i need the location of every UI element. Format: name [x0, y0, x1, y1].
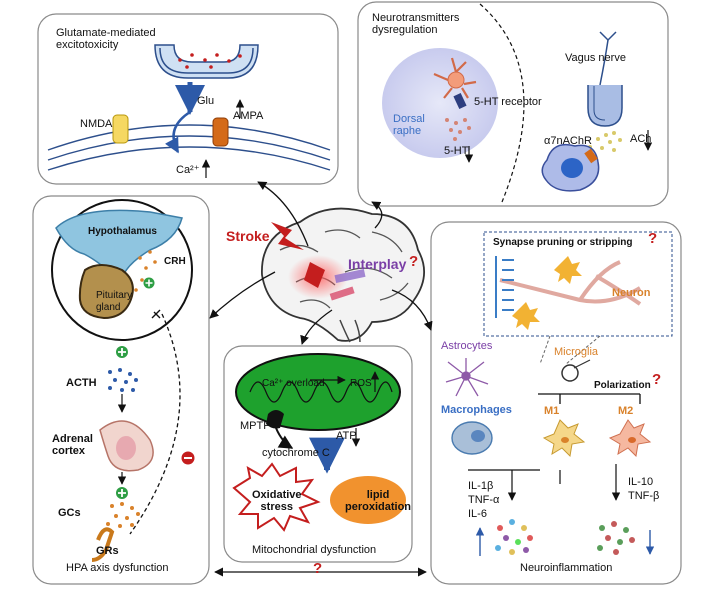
neuroinflammation-drawing [445, 231, 673, 556]
tnfb-label: TNF-β [628, 490, 660, 502]
synapse-question: ? [648, 230, 658, 247]
hypothalamus-label: Hypothalamus [88, 226, 157, 237]
mito-footer: Mitochondrial dysfunction [252, 544, 377, 556]
microglia-label: Microglia [554, 346, 599, 358]
synapse-label: Synapse pruning or stripping [493, 237, 633, 248]
neurotransmitter-title: Neurotransmitters dysregulation [372, 12, 460, 36]
oxidative-label: Oxidative stress [252, 489, 302, 513]
lipid-label: lipid peroxidation [345, 489, 412, 513]
hpa-footer: HPA axis dysfunction [66, 562, 169, 574]
il6-label: IL-6 [468, 508, 487, 520]
m1-label: M1 [544, 405, 560, 417]
polarization-question: ? [652, 371, 662, 388]
neurotransmitter-drawing [382, 3, 653, 203]
ach-label: ACh [630, 133, 652, 145]
ht5-label: 5-HT [444, 145, 469, 157]
interplay-label: Interplay [348, 256, 407, 272]
glutamate-title: Glutamate-mediated excitotoxicity [56, 27, 156, 51]
glutamate-drawing [47, 44, 331, 178]
nmda-label: NMDA [80, 118, 113, 130]
gcs-label: GCs [58, 507, 81, 519]
ampa-label: AMPA [233, 110, 264, 122]
il10-label: IL-10 [628, 476, 654, 488]
tnfa-label: TNF-α [468, 494, 500, 506]
cytochrome-label: cytochrome C [262, 447, 330, 459]
grs-label: GRs [96, 545, 119, 557]
neuroinflammation-footer: Neuroinflammation [520, 562, 613, 574]
ca-label: Ca²⁺ [176, 164, 200, 176]
ros-label: ROS [350, 378, 372, 389]
brain-illustration [261, 207, 425, 343]
receptor-5ht-label: 5-HT receptor [474, 96, 542, 108]
m2-label: M2 [618, 405, 634, 417]
hpa-drawing [51, 199, 195, 562]
mito-drawing [232, 353, 406, 532]
stroke-label: Stroke [226, 228, 270, 244]
dorsal-raphe-label: Dorsal raphe [393, 113, 425, 137]
pituitary-label: Pituitary gland [96, 290, 133, 313]
vagus-label: Vagus nerve [565, 52, 626, 64]
macrophages-label: Macrophages [441, 404, 512, 416]
atp-label: ATP [336, 430, 357, 442]
interplay-question: ? [409, 253, 419, 270]
neuron-label: Neuron [612, 287, 651, 299]
polarization-label: Polarization [594, 380, 651, 391]
acth-label: ACTH [66, 377, 97, 389]
bottom-question: ? [313, 560, 323, 577]
a7-label: α7nAChR [544, 135, 592, 147]
mptp-label: MPTP [240, 420, 271, 432]
crh-label: CRH [164, 256, 186, 267]
central-arrows [209, 181, 433, 577]
glu-label: Glu [197, 95, 215, 107]
il1b-label: IL-1β [468, 480, 494, 492]
astrocytes-label: Astrocytes [441, 340, 493, 352]
ca-overload-label: Ca²⁺ overload [262, 378, 325, 389]
adrenal-label: Adrenal cortex [52, 433, 93, 457]
